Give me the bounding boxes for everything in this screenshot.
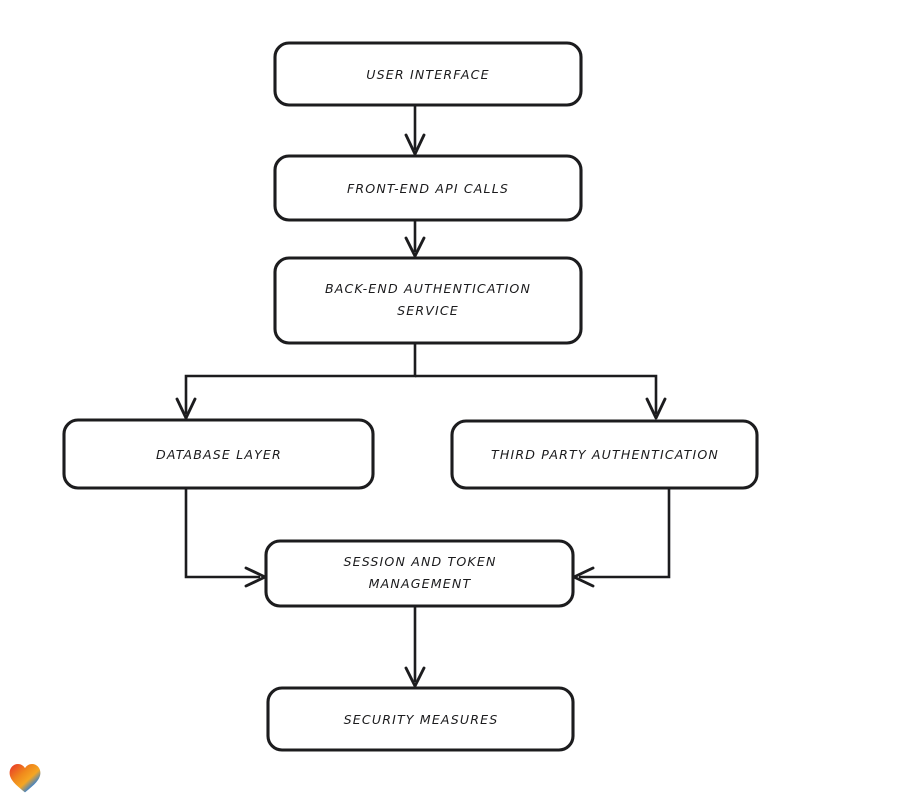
edge-third-party-authentication-to-session-and-token-management (572, 488, 671, 588)
node-user-interface[interactable]: USER INTERFACE (273, 41, 583, 107)
node-box[interactable] (273, 256, 583, 345)
node-label: SECURITY MEASURES (344, 712, 499, 727)
node-label: DATABASE LAYER (156, 447, 282, 462)
node-label: USER INTERFACE (366, 67, 489, 82)
node-label-line-2: SERVICE (397, 303, 459, 318)
edge-database-layer-to-session-and-token-management (184, 488, 267, 588)
edge-session-and-token-management-to-security-measures (404, 606, 426, 688)
heart-icon (9, 763, 41, 793)
node-label: FRONT-END API CALLS (347, 181, 509, 196)
edge-back-end-authentication-service-to-third-party-authentication (415, 374, 667, 420)
arrow-head-icon (175, 397, 197, 420)
arrow-head-icon (404, 133, 426, 156)
node-box[interactable] (450, 419, 759, 490)
node-database-layer[interactable]: DATABASE LAYER (62, 418, 375, 490)
node-box[interactable] (62, 418, 375, 490)
node-security-measures[interactable]: SECURITY MEASURES (266, 686, 575, 752)
node-label-line-1: BACK-END AUTHENTICATION (325, 281, 531, 296)
node-front-end-api-calls[interactable]: FRONT-END API CALLS (273, 154, 583, 222)
node-label-line-2: MANAGEMENT (369, 576, 472, 591)
node-session-and-token-management[interactable]: SESSION AND TOKEN MANAGEMENT (264, 539, 575, 608)
node-back-end-authentication-service[interactable]: BACK-END AUTHENTICATION SERVICE (273, 256, 583, 345)
edge-user-interface-to-front-end-api-calls (404, 105, 426, 156)
node-box[interactable] (264, 539, 575, 608)
node-box[interactable] (273, 41, 583, 107)
heart-shape (9, 763, 41, 793)
edge-line (579, 488, 671, 579)
edge-front-end-api-calls-to-back-end-authentication-service (404, 220, 426, 258)
node-box[interactable] (266, 686, 575, 752)
arrow-head-icon (404, 666, 426, 688)
edge-line (184, 343, 417, 414)
arrow-head-icon (404, 236, 426, 258)
arrow-head-icon (645, 397, 667, 420)
edge-back-end-authentication-service-to-database-layer (175, 343, 417, 420)
edge-line (415, 374, 658, 414)
node-label: THIRD PARTY AUTHENTICATION (491, 447, 719, 462)
edge-line (184, 488, 260, 579)
node-label-line-1: SESSION AND TOKEN (343, 554, 496, 569)
node-box[interactable] (273, 154, 583, 222)
node-third-party-authentication[interactable]: THIRD PARTY AUTHENTICATION (450, 419, 759, 490)
